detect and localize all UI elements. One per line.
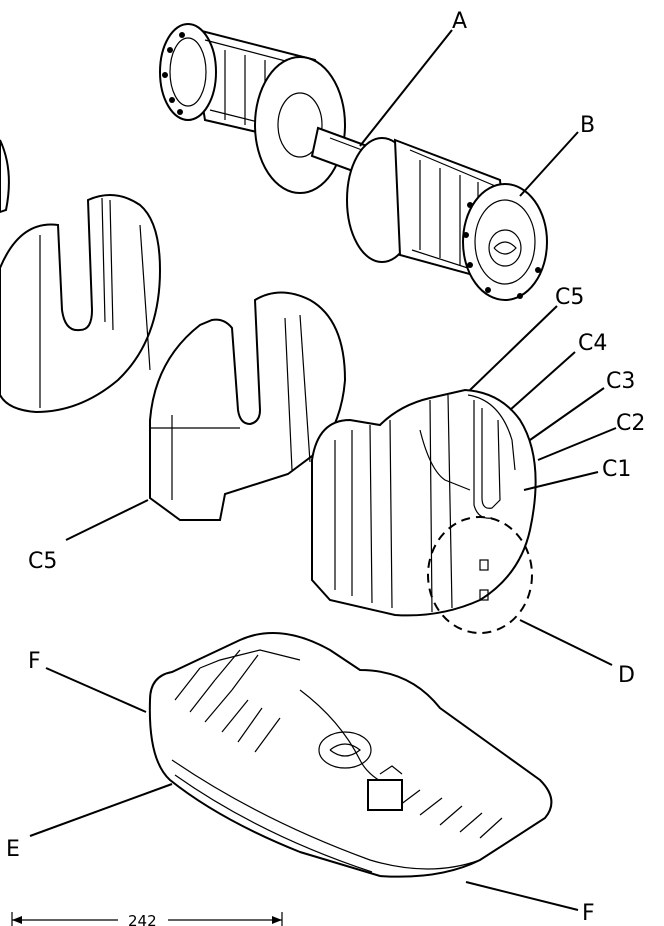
label-a: A xyxy=(452,9,467,34)
handle-left-cylinder xyxy=(159,23,346,194)
leader-c5-plate xyxy=(65,499,149,541)
leader-c3 xyxy=(529,387,605,441)
label-f-upper: F xyxy=(28,649,41,674)
leader-c1 xyxy=(523,471,599,491)
weight-plate-left xyxy=(0,194,162,414)
dimension-text: 242 xyxy=(128,912,157,926)
label-e: E xyxy=(6,837,20,862)
partial-disc-edge xyxy=(0,139,10,214)
label-d: D xyxy=(618,663,635,688)
dumbbell-base-cradle xyxy=(148,631,553,878)
leader-c5-stack xyxy=(469,305,558,391)
dimension-line: 242 xyxy=(11,912,283,926)
leader-e xyxy=(29,783,173,837)
label-c4: C4 xyxy=(578,331,607,356)
leader-f-lower xyxy=(465,881,579,911)
label-c2: C2 xyxy=(616,411,645,436)
handle-right-cylinder xyxy=(346,137,548,301)
label-c1: C1 xyxy=(602,457,631,482)
label-c3: C3 xyxy=(606,369,635,394)
weight-plate-c5 xyxy=(149,291,347,521)
leader-c2 xyxy=(537,427,617,461)
label-b: B xyxy=(580,113,595,138)
leader-d xyxy=(519,619,613,666)
label-c5-plate: C5 xyxy=(28,549,57,574)
label-f-lower: F xyxy=(582,901,595,926)
leader-a xyxy=(359,29,453,147)
detail-circle-d xyxy=(427,516,533,634)
weight-plate-stack xyxy=(311,388,537,617)
label-c5-stack: C5 xyxy=(555,285,584,310)
dumbbell-handle xyxy=(159,23,548,301)
leader-b xyxy=(519,131,579,197)
leader-c4 xyxy=(509,351,576,411)
leader-f-upper xyxy=(45,667,147,713)
